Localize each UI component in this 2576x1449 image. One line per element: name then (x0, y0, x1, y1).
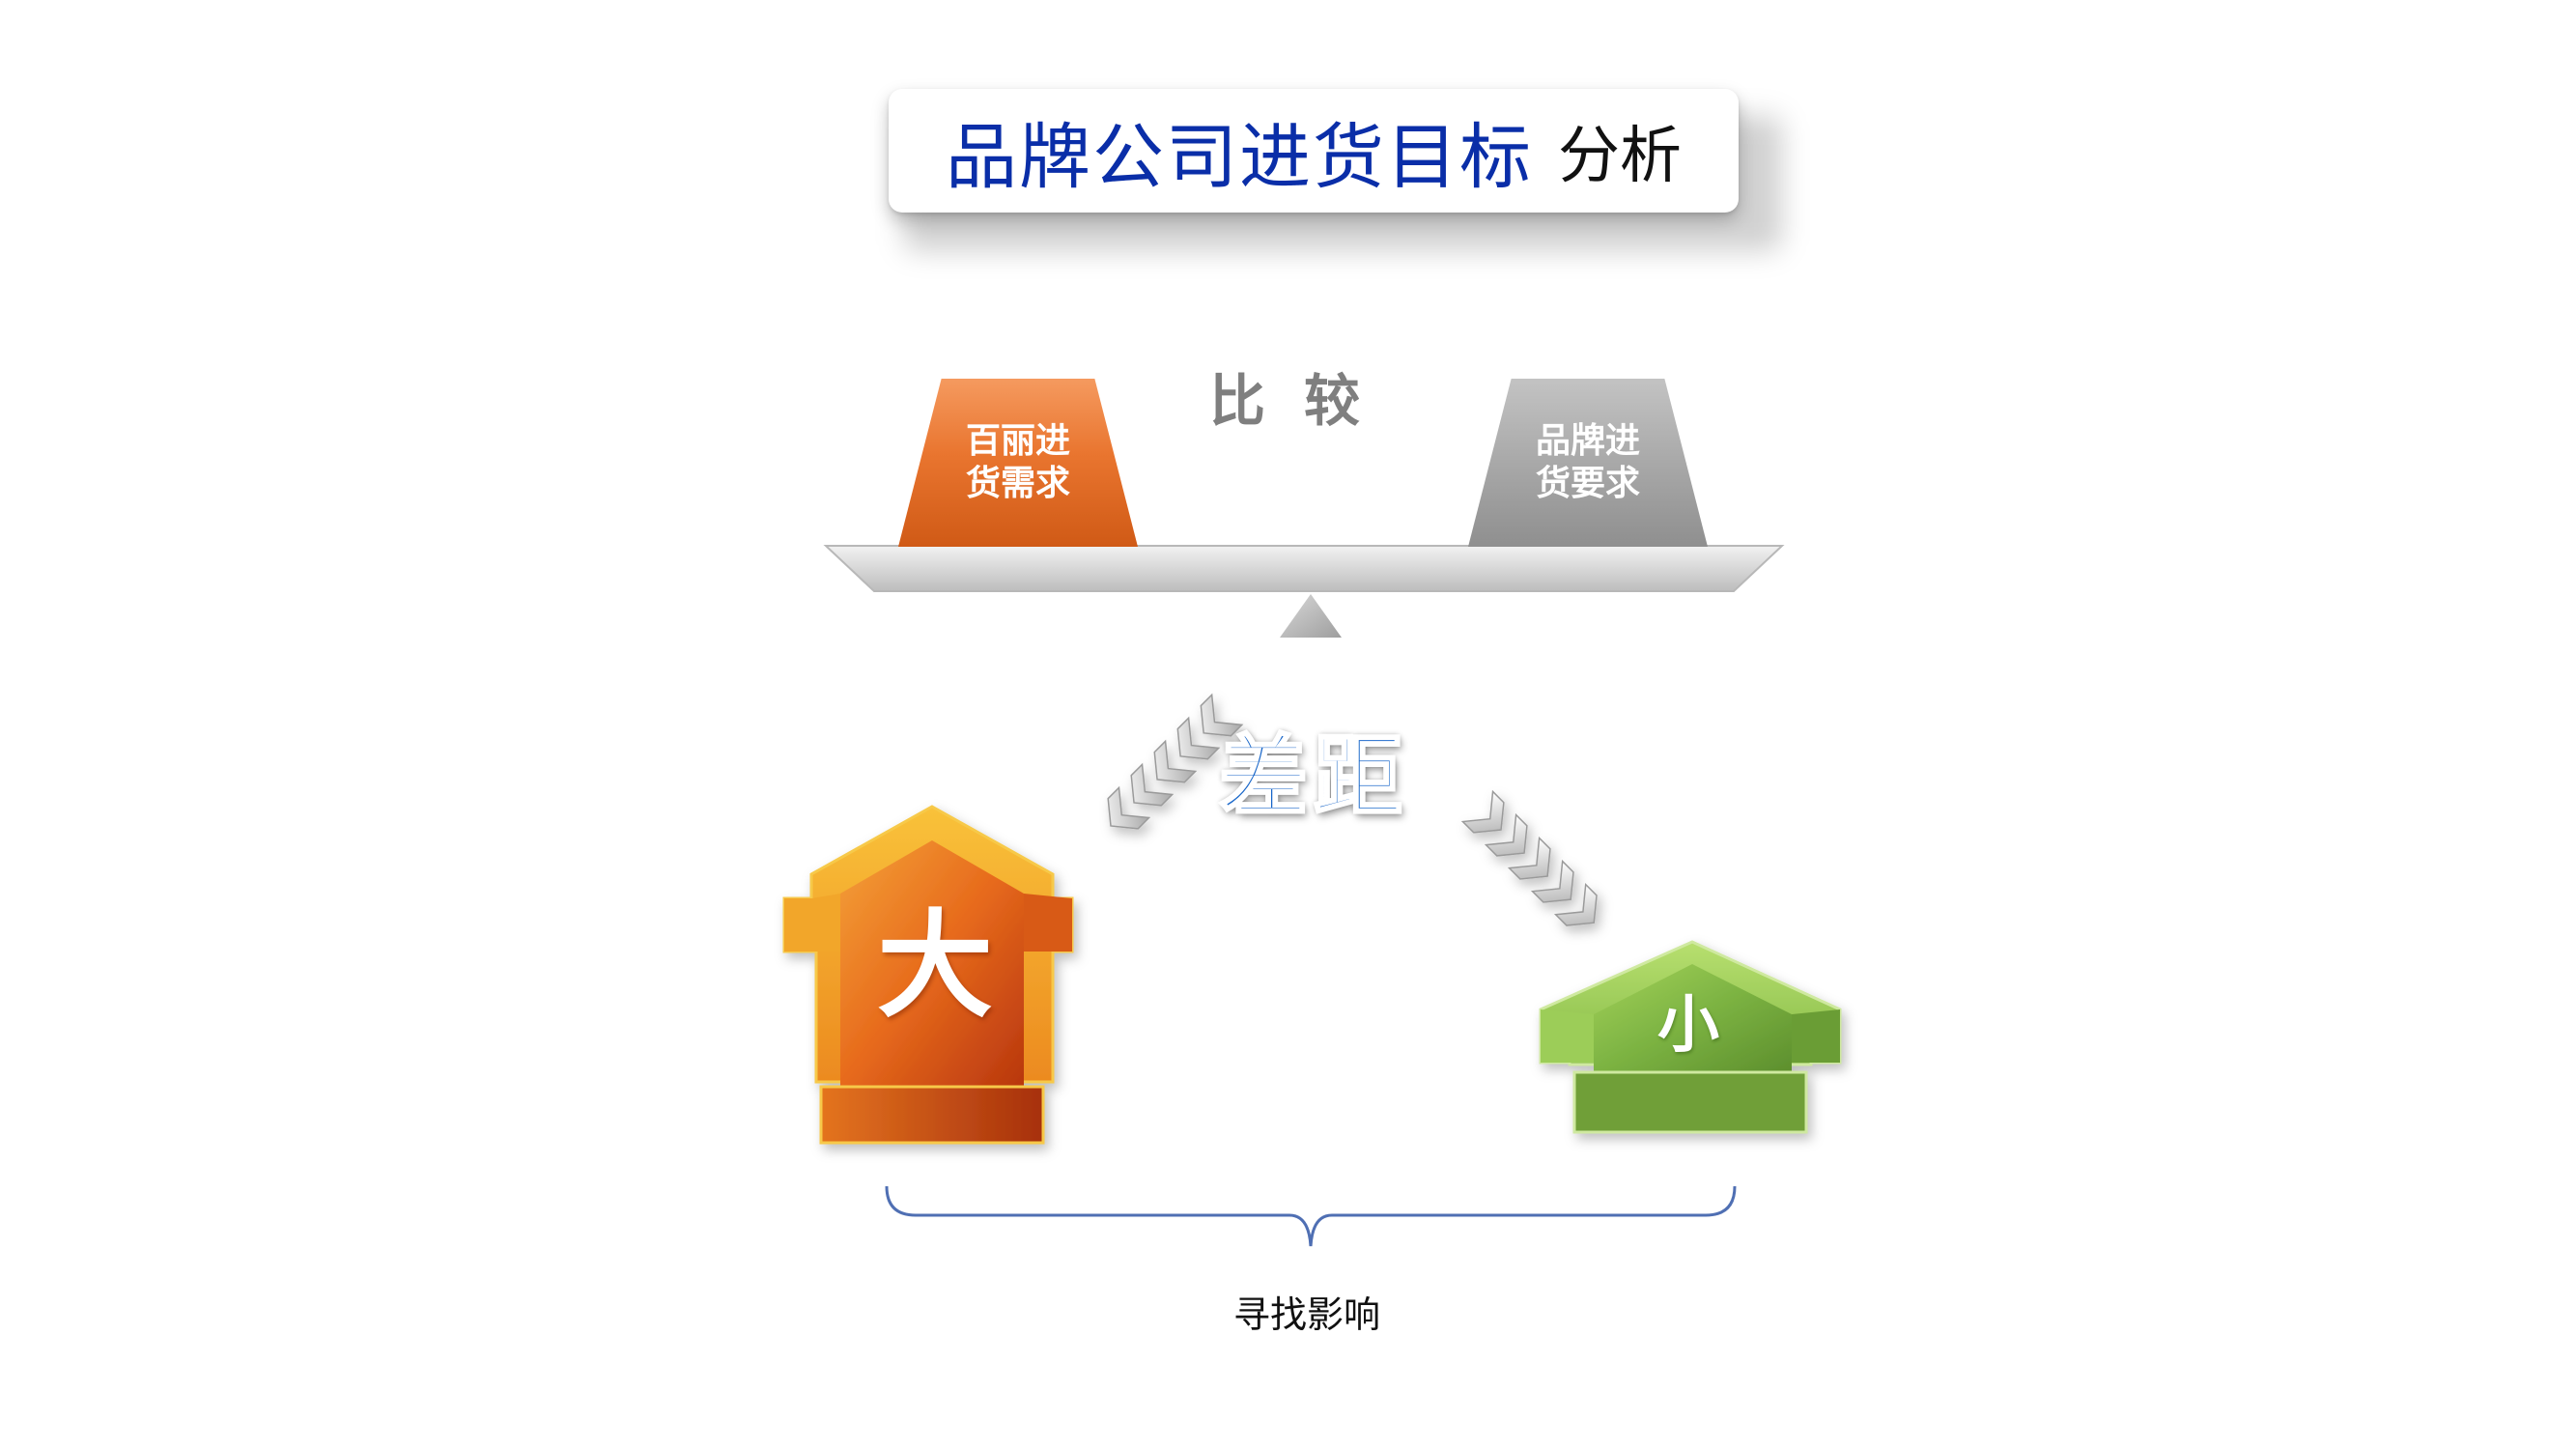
small-label: 小 (1657, 990, 1719, 1062)
title-card: 品牌公司进货目标 分析 (889, 89, 1739, 213)
brace-icon (885, 1185, 1737, 1247)
balance-fulcrum (1280, 594, 1342, 638)
house-arrow-icon (782, 805, 1074, 1145)
left-weight-block: 百丽进 货需求 (898, 379, 1138, 547)
right-weight-block: 品牌进 货要求 (1468, 379, 1708, 547)
balance-beam (823, 545, 1785, 592)
house-arrow-icon (1539, 940, 1842, 1134)
right-weight-line2: 货要求 (1535, 464, 1640, 503)
balance-icon (823, 545, 1785, 638)
page-title: 品牌公司进货目标 (946, 115, 1533, 199)
left-weight-line2: 货需求 (965, 464, 1070, 503)
big-label: 大 (877, 899, 993, 1034)
left-weight-line1: 百丽进 (965, 421, 1070, 461)
gap-label: 差距 (1217, 724, 1408, 831)
chevron-arrow-icon (1460, 789, 1598, 926)
bottom-label: 寻找影响 (1232, 1293, 1380, 1336)
page-subtitle: 分析 (1558, 121, 1682, 192)
chevron-arrow-icon (1107, 693, 1244, 830)
right-weight-line1: 品牌进 (1535, 421, 1640, 461)
compare-label: 比较 (1208, 368, 1399, 434)
